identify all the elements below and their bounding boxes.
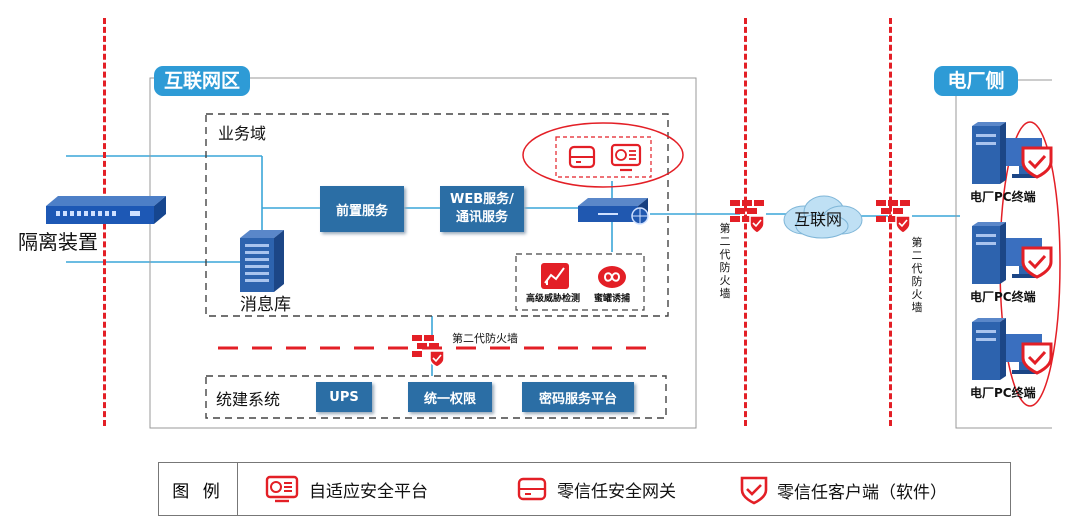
legend: 图 例 自适应安全平台 零信任安全网关 零信任客户端（软件） [158,462,1011,516]
adaptive-security-platform-icon [265,475,299,503]
web-service-box: WEB服务/ 通讯服务 [440,186,524,232]
inner-firewall-label: 第二代防火墙 [452,332,518,345]
front-service-box: 前置服务 [320,186,404,232]
right-fw-char: 防 [911,275,923,288]
crypto-service-box: 密码服务平台 [522,382,634,412]
left-firewall-icon [730,200,765,234]
internet-cloud-icon [783,195,863,239]
left-fw-char: 墙 [719,287,731,300]
zone-tag-plant: 电厂侧 [934,66,1018,96]
legend-item-zero-trust-gateway: 零信任安全网关 [517,475,676,503]
right-fw-char: 代 [911,262,923,275]
internet-cloud-label: 互联网 [794,210,843,229]
unified-systems-label: 统建系统 [216,390,281,409]
unified-auth-box: 统一权限 [408,382,492,412]
right-fw-char: 二 [911,249,923,262]
honeypot-icon [598,266,626,288]
right-fw-char: 火 [911,288,923,301]
legend-title: 图 例 [159,463,238,515]
legend-label: 零信任客户端（软件） [777,482,947,503]
zero-trust-client-icon [740,476,768,505]
network-switch-icon [578,198,649,225]
right-firewall-icon [876,200,911,234]
unified-auth-label: 统一权限 [423,391,476,407]
zone-tag-internet: 互联网区 [154,66,250,96]
isolation-device-icon [46,196,166,224]
ups-box: UPS [316,382,372,412]
web-service-label-line1: WEB服务/ [450,192,514,207]
left-firewall-vertical-label: 第 二 代 防 火 墙 [719,222,733,300]
left-fw-char: 第 [719,222,731,235]
plant-terminal: 电厂PC终端 [966,222,1056,312]
message-db-server-icon [240,230,284,292]
ups-label: UPS [329,389,359,405]
plant-terminal-label: 电厂PC终端 [970,290,1036,304]
plant-terminal: 电厂PC终端 [966,122,1056,212]
front-service-label: 前置服务 [335,203,388,219]
message-db-label: 消息库 [240,295,291,315]
right-fw-char: 第 [911,236,923,249]
legend-item-zero-trust-client: 零信任客户端（软件） [739,475,947,505]
web-service-label-line2: 通讯服务 [455,210,508,225]
zero-trust-client-icon [1021,146,1053,179]
zero-trust-client-icon [1021,246,1053,279]
crypto-service-label: 密码服务平台 [538,391,617,407]
zero-trust-gateway-icon [517,477,547,501]
plant-terminal: 电厂PC终端 [966,318,1056,408]
honeypot-label: 蜜罐诱捕 [594,294,631,304]
legend-label: 零信任安全网关 [557,481,676,502]
isolation-device-label: 隔离装置 [18,230,98,254]
threat-detection-icon [541,263,569,289]
inner-firewall-icon [412,335,445,367]
zero-trust-client-icon [1021,342,1053,375]
left-fw-char: 二 [719,235,731,248]
business-domain-label: 业务域 [218,124,267,143]
left-fw-char: 火 [719,274,731,287]
adaptive-security-platform-icon [610,143,642,172]
plant-terminal-label: 电厂PC终端 [970,190,1036,204]
threat-detection-label: 高级威胁检测 [526,294,581,304]
left-fw-char: 防 [719,261,731,274]
left-fw-char: 代 [719,248,731,261]
zero-trust-gateway-icon [568,145,596,169]
right-fw-char: 墙 [911,301,923,314]
plant-terminal-label: 电厂PC终端 [970,386,1036,400]
legend-label: 自适应安全平台 [309,481,428,502]
right-firewall-vertical-label: 第 二 代 防 火 墙 [911,236,925,314]
legend-item-adaptive-platform: 自适应安全平台 [265,475,428,503]
